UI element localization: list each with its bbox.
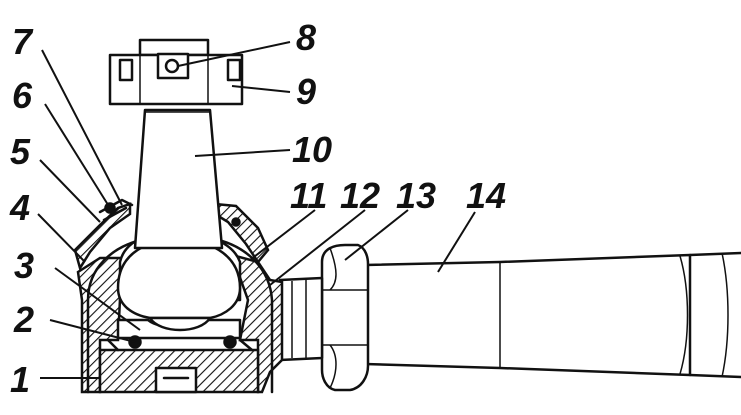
dust-boot <box>73 198 270 272</box>
leader-8 <box>177 41 291 67</box>
leader-3 <box>54 267 141 331</box>
label-12: 12 <box>340 175 380 216</box>
castle-nut <box>108 38 244 106</box>
label-11: 11 <box>290 175 327 216</box>
leader-4 <box>37 213 86 263</box>
leader-lines <box>37 41 476 379</box>
leader-2 <box>49 319 136 343</box>
label-14: 14 <box>466 175 506 216</box>
label-4: 4 <box>9 187 30 228</box>
leader-12 <box>269 209 366 286</box>
lower-seat <box>106 316 254 352</box>
label-2: 2 <box>13 299 34 340</box>
tie-rod <box>363 251 741 379</box>
label-8: 8 <box>296 17 316 58</box>
lock-nut <box>320 243 370 392</box>
label-10: 10 <box>292 129 332 170</box>
leader-7 <box>41 49 123 206</box>
callout-labels: 1 2 3 4 5 6 7 8 9 10 11 12 13 14 <box>9 17 506 400</box>
label-1: 1 <box>10 359 30 400</box>
leader-13 <box>344 209 409 261</box>
label-13: 13 <box>396 175 436 216</box>
label-5: 5 <box>10 131 31 172</box>
label-9: 9 <box>296 71 316 112</box>
label-6: 6 <box>12 75 33 116</box>
leader-9 <box>231 85 291 93</box>
threaded-neck <box>278 276 324 362</box>
label-7: 7 <box>12 21 34 62</box>
leader-14 <box>437 211 476 273</box>
leader-5 <box>39 159 101 223</box>
label-3: 3 <box>14 245 34 286</box>
leader-11 <box>249 209 316 261</box>
leader-6 <box>44 103 111 209</box>
ball-stud <box>116 108 242 320</box>
leader-10 <box>194 149 291 157</box>
